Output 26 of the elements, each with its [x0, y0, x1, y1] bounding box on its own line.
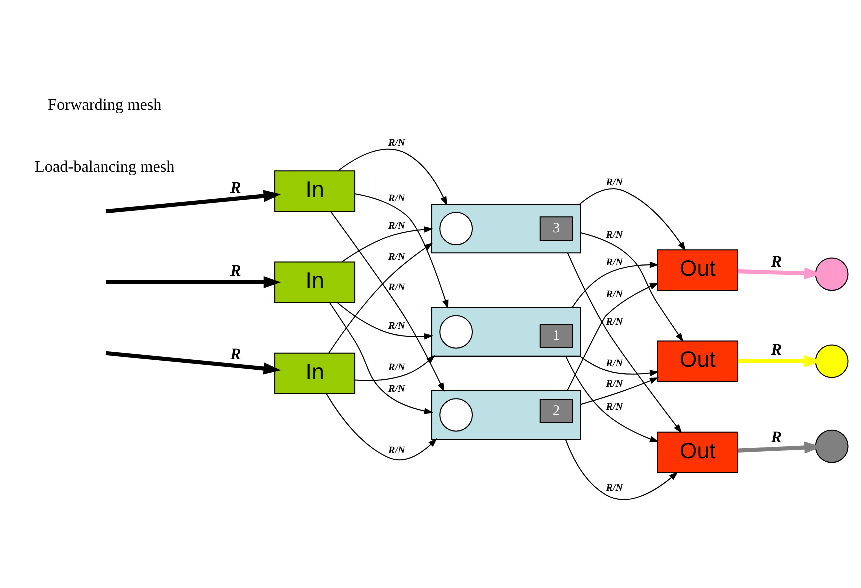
edge-label: R/N: [388, 446, 406, 457]
edge-label: R: [771, 253, 782, 272]
edge-label: R/N: [388, 362, 406, 374]
edge-label: R: [230, 262, 242, 280]
label: Forwarding mesh: [48, 96, 162, 114]
edge-label: R/N: [606, 483, 624, 494]
edge-label: R/N: [606, 317, 624, 328]
edge-label: R/N: [606, 230, 624, 241]
edge-label: R/N: [606, 402, 624, 414]
edge-label: R/N: [388, 252, 406, 264]
edge-label: R/N: [606, 177, 624, 188]
edge-label: R/N: [606, 378, 624, 390]
edge-label: R/N: [388, 282, 406, 294]
edge-label: R/N: [388, 384, 406, 395]
edge-label: R: [230, 345, 242, 364]
edge-label: R/N: [606, 358, 624, 370]
edge-label: R/N: [388, 193, 406, 204]
edge-label: R/N: [388, 138, 406, 149]
edge-label: R/N: [388, 321, 406, 332]
edge-label: R/N: [388, 220, 406, 232]
edge-label: R/N: [606, 257, 624, 268]
edge-label: R: [230, 179, 242, 198]
edge-label: R: [771, 428, 782, 446]
edge-label: R/N: [606, 290, 624, 301]
label: Load-balancing mesh: [35, 158, 175, 176]
edge-label: R: [771, 341, 782, 360]
